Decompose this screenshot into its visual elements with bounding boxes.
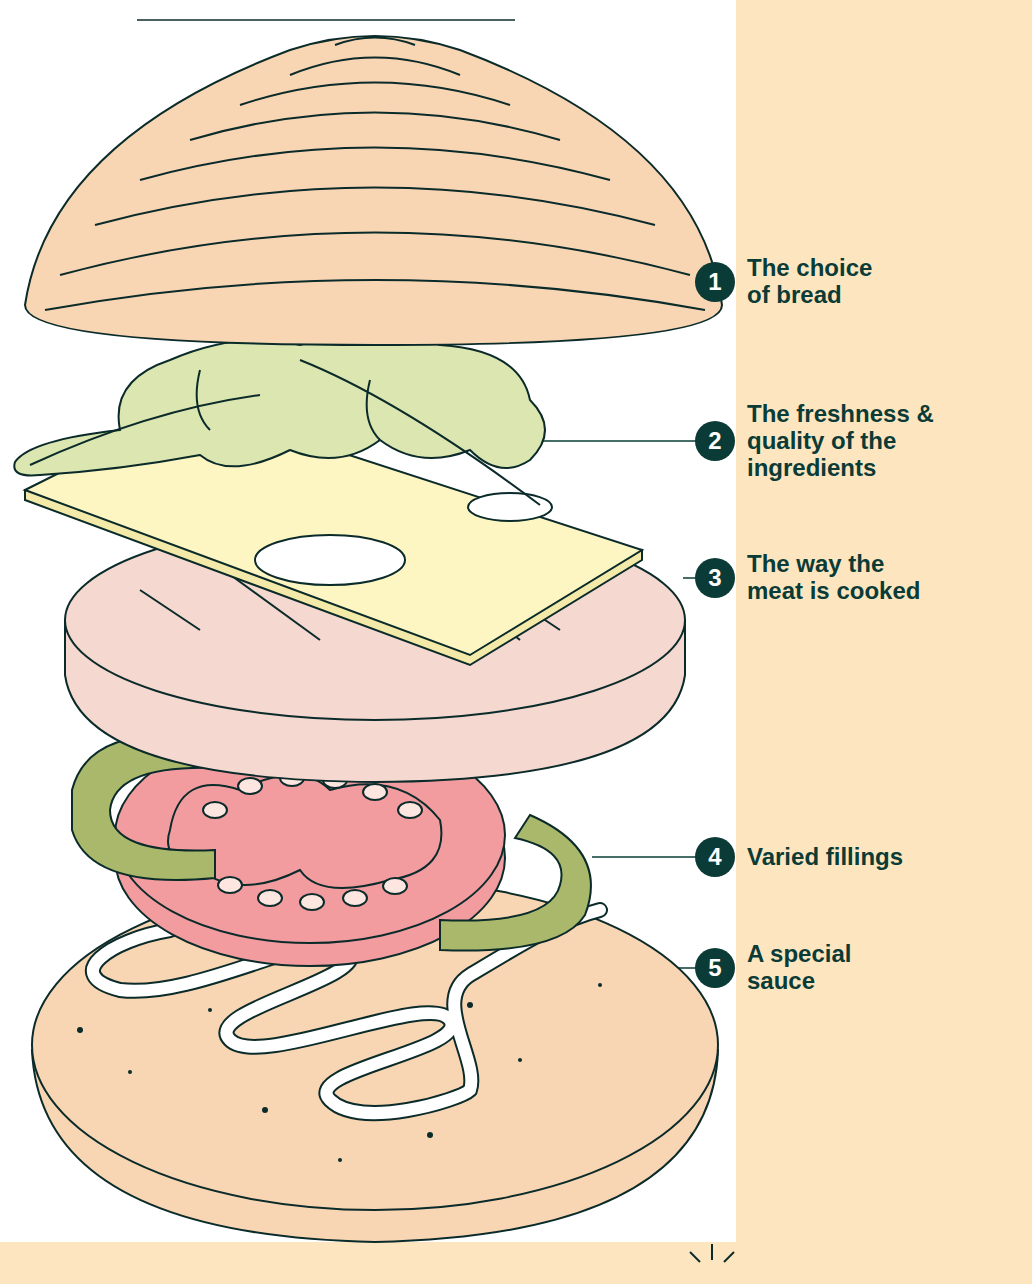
bottom-bun-part-part <box>427 1132 433 1138</box>
pickle-slices-part <box>440 815 591 951</box>
top-bun-part-part <box>190 113 560 141</box>
callout-circle: 4Varied fillings <box>695 837 735 877</box>
tomato-slice-part-part <box>363 784 387 800</box>
top-bun-part-part <box>60 233 690 276</box>
background-part <box>0 0 736 1242</box>
bottom-bun-part-part <box>128 1070 132 1074</box>
top-bun-part-part <box>140 148 610 181</box>
top-bun-part-part <box>95 188 655 226</box>
leader-lines-part <box>592 856 700 858</box>
doodle-mark-part <box>724 1252 734 1262</box>
tomato-slice-part-part <box>238 778 262 794</box>
callout-label: The choice of bread <box>747 255 887 309</box>
lettuce-leaf-part <box>30 360 540 505</box>
callout-number: 1 <box>695 262 735 302</box>
top-bun-part-part <box>240 83 510 106</box>
top-bun <box>25 36 722 345</box>
bottom-bun-part-part <box>467 1002 473 1008</box>
callout-number: 2 <box>695 421 735 461</box>
tomato-slice-part-part <box>258 890 282 906</box>
tomato-slice-part-part <box>203 802 227 818</box>
bottom-bun-part-part <box>208 1008 212 1012</box>
doodle-mark-part <box>690 1252 700 1262</box>
cheese-slice-part <box>468 493 552 521</box>
bottom-bun-part-part <box>598 983 602 987</box>
leader-lines-part <box>520 440 700 442</box>
callout-number: 4 <box>695 837 735 877</box>
callout-label: A special sauce <box>747 941 877 995</box>
lettuce-leaf <box>14 333 545 506</box>
doodle-mark <box>690 1244 734 1262</box>
tomato-slice-part-part <box>300 894 324 910</box>
background-part <box>137 19 515 21</box>
callout-label: The freshness & quality of the ingredien… <box>747 401 947 482</box>
callout-label: Varied fillings <box>747 844 967 871</box>
callout-circle: 5A special sauce <box>695 948 735 988</box>
top-bun-part-part <box>45 280 705 310</box>
bottom-bun-part-part <box>262 1107 268 1113</box>
top-bun-part-part <box>335 38 415 46</box>
bottom-bun-part-part <box>338 1158 342 1162</box>
tomato-slice-part-part <box>343 890 367 906</box>
doodle-mark-part <box>711 1244 713 1260</box>
bottom-bun-part-part <box>518 1058 522 1062</box>
callout-circle: 2The freshness & quality of the ingredie… <box>695 421 735 461</box>
callout-circle: 1The choice of bread <box>695 262 735 302</box>
tomato-slice-part-part <box>398 802 422 818</box>
callout-number: 3 <box>695 558 735 598</box>
top-bun-part-part <box>290 58 460 76</box>
tomato-slice-part <box>203 770 422 910</box>
tomato-slice-part-part <box>218 877 242 893</box>
callout-circle: 3The way the meat is cooked <box>695 558 735 598</box>
callout-number: 5 <box>695 948 735 988</box>
top-bun-part <box>25 36 722 345</box>
callout-label: The way the meat is cooked <box>747 551 947 605</box>
bottom-bun-part-part <box>77 1027 83 1033</box>
tomato-slice-part-part <box>383 878 407 894</box>
cheese-slice-part <box>255 535 405 585</box>
top-bun-part <box>45 38 705 311</box>
lettuce-leaf-part <box>14 333 545 476</box>
patty-part-part <box>140 590 200 630</box>
